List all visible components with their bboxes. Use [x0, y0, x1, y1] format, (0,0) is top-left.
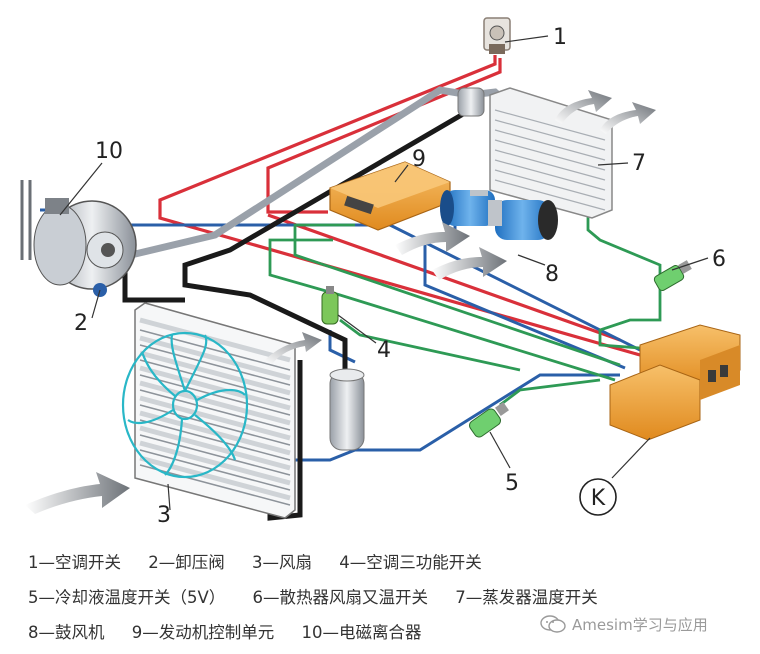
coolant-temp-switch [469, 402, 509, 438]
callout-2: 2 [74, 311, 88, 336]
legend-item-fan: 3—风扇 [252, 553, 312, 572]
controller-k-callout: K [579, 478, 617, 516]
airflow-arrow-condenser-in [25, 472, 130, 514]
cooling-fan [121, 331, 249, 479]
watermark-text: Amesim学习与应用 [572, 615, 708, 634]
fan-temp-switch [653, 260, 692, 291]
receiver-drier [329, 368, 365, 451]
legend-item-fan-temp-switch: 6—散热器风扇又温开关 [252, 588, 429, 607]
legend-item-evaporator-switch: 7—蒸发器温度开关 [455, 588, 598, 607]
callout-10: 10 [95, 139, 123, 164]
airflow-arrow-in-2 [432, 247, 507, 280]
component-legend: 1—空调开关 2—卸压阀 3—风扇 4—空调三功能开关 5—冷却液温度开关（5V… [28, 545, 748, 650]
watermark: Amesim学习与应用 [540, 609, 708, 639]
wechat-icon [540, 615, 566, 633]
legend-row-2: 5—冷却液温度开关（5V） 6—散热器风扇又温开关 7—蒸发器温度开关 [28, 580, 748, 615]
evaporator [457, 87, 613, 219]
legend-item-blower: 8—鼓风机 [28, 623, 105, 642]
ac-switch [483, 17, 511, 54]
legend-item-coolant-switch: 5—冷却液温度开关（5V） [28, 588, 226, 607]
airflow-arrow-condenser-out [265, 332, 322, 364]
compressor-clutch [20, 180, 137, 297]
airflow-arrow-out-1 [555, 90, 612, 124]
callout-8: 8 [545, 262, 559, 287]
callout-6: 6 [712, 247, 726, 272]
callout-3: 3 [157, 503, 171, 528]
callout-5: 5 [505, 471, 519, 496]
legend-item-ac-switch: 1—空调开关 [28, 553, 121, 572]
callout-lines [59, 35, 709, 511]
legend-item-ecu: 9—发动机控制单元 [131, 623, 275, 642]
airflow-arrow-in-1 [395, 222, 470, 255]
blower [440, 190, 558, 240]
controller-k-label: K [591, 486, 606, 511]
callout-4: 4 [377, 338, 391, 363]
callout-7: 7 [632, 151, 646, 176]
legend-row-1: 1—空调开关 2—卸压阀 3—风扇 4—空调三功能开关 [28, 545, 748, 580]
legend-item-clutch: 10—电磁离合器 [301, 623, 422, 642]
engine-control-unit [329, 161, 451, 231]
ac-control-relay [609, 324, 741, 441]
triple-function-switch [321, 286, 339, 325]
condenser [134, 302, 296, 519]
legend-row-3: 8—鼓风机 9—发动机控制单元 10—电磁离合器 [28, 615, 748, 650]
airflow-arrow-out-2 [600, 102, 656, 134]
callout-1: 1 [553, 25, 567, 50]
legend-item-triple-switch: 4—空调三功能开关 [339, 553, 482, 572]
ac-system-diagram: 1 2 3 4 5 6 7 8 9 10 K [20, 17, 741, 528]
callout-9: 9 [412, 147, 426, 172]
legend-item-relief-valve: 2—卸压阀 [148, 553, 225, 572]
